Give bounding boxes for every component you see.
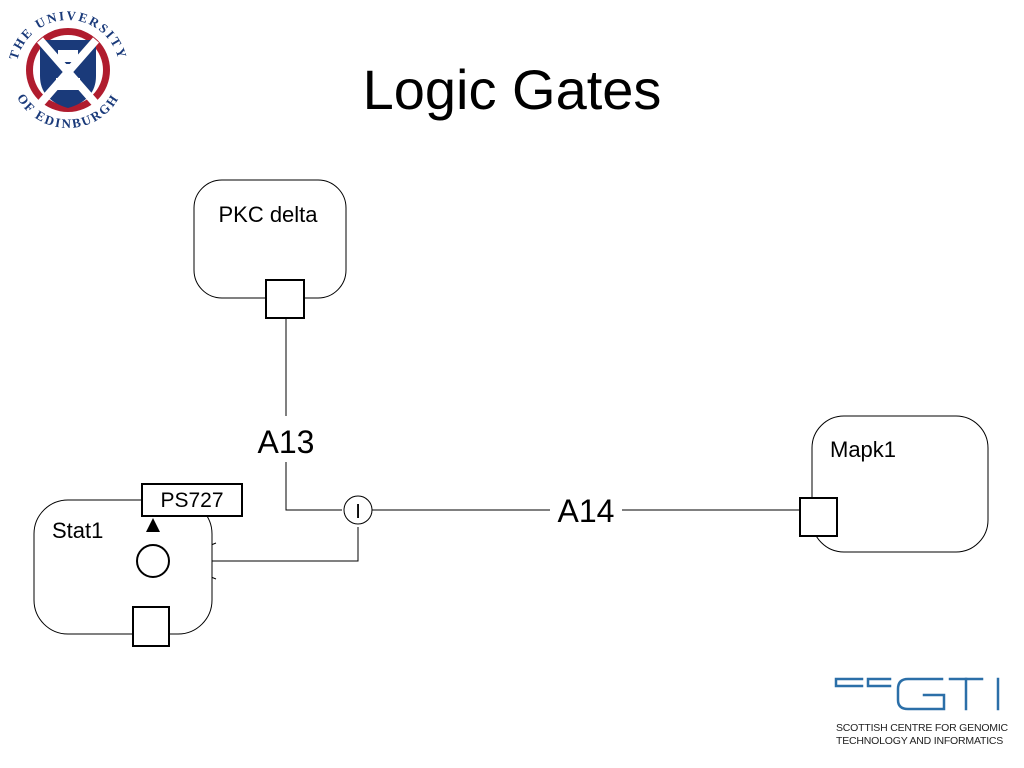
stat1-site-circle [136,544,170,578]
node-stat1 [33,499,213,635]
scgti-caption: SCOTTISH CENTRE FOR GENOMIC TECHNOLOGY A… [836,722,1012,748]
scgti-caption-line2: TECHNOLOGY AND INFORMATICS [836,735,1004,747]
node-pkc-delta-label: PKC delta [218,202,318,227]
ps727-arrowhead [146,518,160,532]
logic-gate [343,495,373,525]
logic-gate-label: I [355,501,361,523]
node-mapk1 [811,415,989,553]
scgti-caption-line1: SCOTTISH CENTRE FOR GENOMIC [836,722,1008,734]
arc-a14-label: A14 [558,493,615,529]
node-stat1-port [132,606,170,647]
node-mapk1-label: Mapk1 [830,437,896,462]
node-stat1-label: Stat1 [52,518,103,543]
arc-a13-lower [285,462,342,511]
university-of-edinburgh-logo: THE UNIVERSITY OF EDINBURGH [6,8,129,131]
node-pkc-delta-port [265,279,305,319]
arc-a13-label: A13 [258,424,315,460]
node-mapk1-port [799,497,838,537]
residue-ps727-label: PS727 [160,489,223,512]
scgti-logo [834,677,1000,711]
page-title: Logic Gates [362,58,662,121]
modulation-arc [170,527,359,562]
residue-ps727 [141,483,243,517]
